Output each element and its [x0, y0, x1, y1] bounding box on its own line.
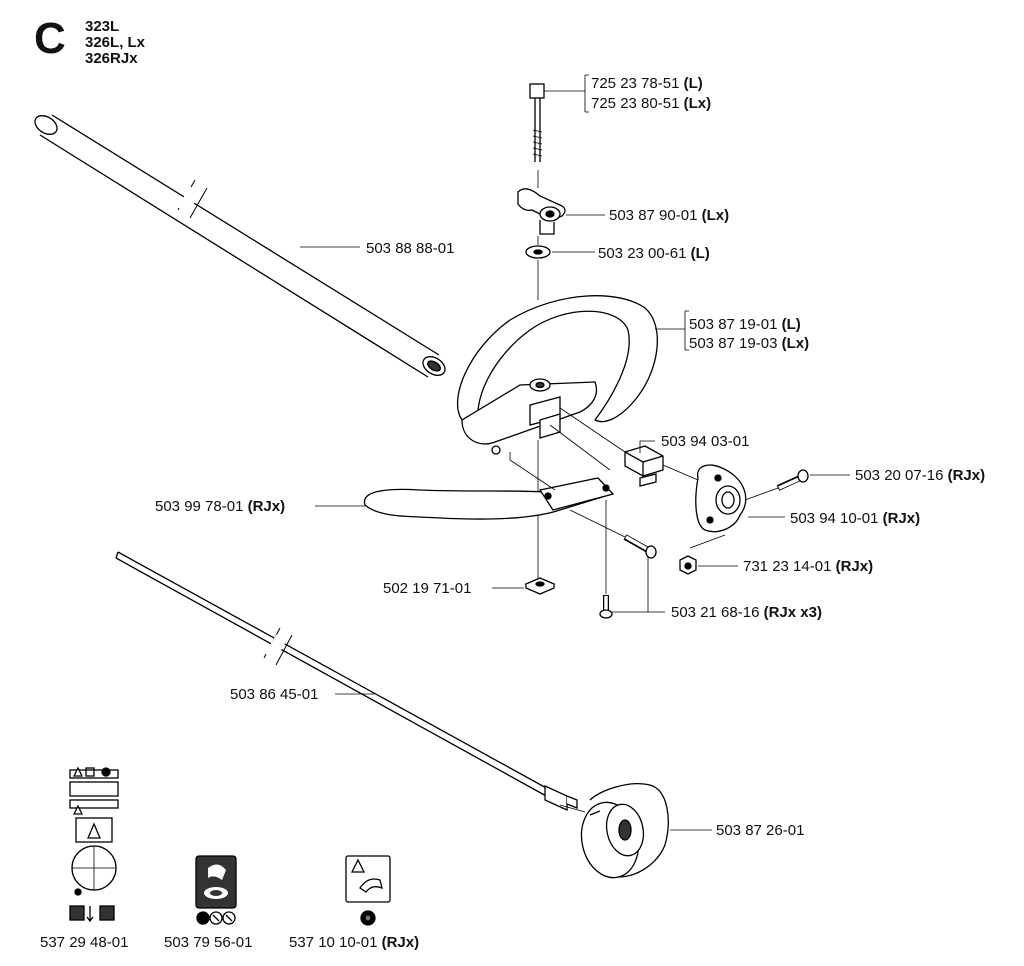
model-item: 323L: [85, 18, 120, 35]
shaft-tube: [34, 114, 446, 378]
part-label-screw-rjx: 503 20 07-16 (RJx): [855, 467, 986, 484]
spacer-block: [624, 445, 664, 487]
part-label-shaft-tube: 503 88 88-01: [366, 240, 455, 257]
part-label-square-nut: 502 19 71-01: [383, 580, 472, 597]
screw-x3: [599, 534, 657, 619]
part-label-bolt-lx: 725 23 80-51 (Lx): [591, 95, 712, 112]
decal-label-2: 503 79 56-01: [164, 934, 253, 951]
knob: [517, 188, 566, 235]
part-label-handle-l: 503 87 19-01 (L): [689, 316, 801, 333]
screw-rjx: [776, 469, 809, 491]
clutch-drum: [580, 783, 669, 879]
section-letter: C: [34, 14, 66, 63]
model-list: 323L 326L, Lx 326RJx: [85, 19, 145, 67]
nut: [679, 555, 697, 575]
loop-handle: [457, 295, 658, 455]
decal-label-3: 537 10 10-01 (RJx): [289, 934, 420, 951]
part-label-knob: 503 87 90-01 (Lx): [609, 207, 730, 224]
part-label-rjx-handle: 503 99 78-01 (RJx): [155, 498, 286, 515]
handle-clamp: [695, 464, 747, 533]
bolt: [529, 83, 545, 162]
part-label-bolt-l: 725 23 78-51 (L): [591, 75, 703, 92]
model-item: 326L, Lx: [85, 34, 146, 51]
part-label-drive-shaft: 503 86 45-01: [230, 686, 319, 703]
model-item: 326RJx: [85, 50, 138, 67]
part-label-spacer: 503 94 03-01: [661, 433, 750, 450]
decal-label-1: 537 29 48-01: [40, 934, 129, 951]
part-label-nut: 731 23 14-01 (RJx): [743, 558, 874, 575]
decal-sheet-2: [195, 855, 237, 925]
rjx-handle: [363, 477, 615, 520]
decal-sheet-1: [69, 766, 119, 923]
part-label-clamp: 503 94 10-01 (RJx): [790, 510, 921, 527]
decal-sheet-3: [345, 855, 391, 926]
part-label-drum: 503 87 26-01: [716, 822, 805, 839]
part-label-handle-lx: 503 87 19-03 (Lx): [689, 335, 810, 352]
drive-shaft: [115, 551, 578, 812]
part-label-screws: 503 21 68-16 (RJx x3): [671, 604, 822, 621]
washer: [525, 245, 551, 259]
square-nut: [524, 577, 556, 595]
part-label-washer: 503 23 00-61 (L): [598, 245, 710, 262]
